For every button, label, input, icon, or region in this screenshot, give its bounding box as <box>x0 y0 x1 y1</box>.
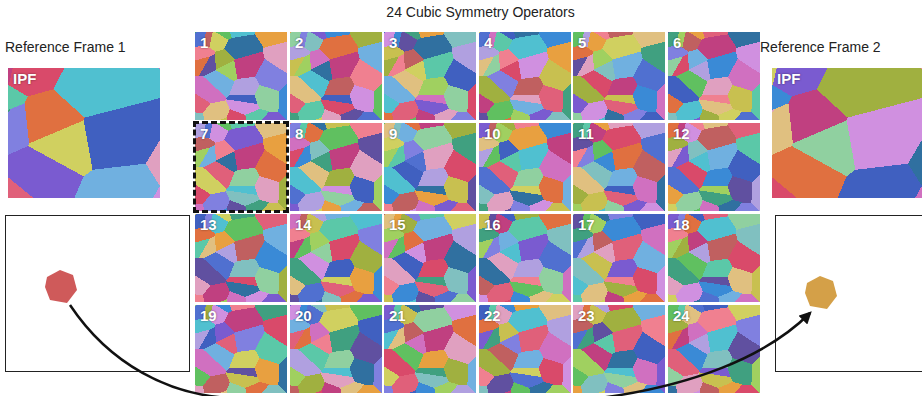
operator-number: 19 <box>200 307 217 324</box>
operator-number: 12 <box>673 125 690 142</box>
symmetry-tile: 11 <box>573 123 665 211</box>
ipf-label: IPF <box>777 70 800 87</box>
operator-number: 16 <box>484 216 501 233</box>
symmetry-tile: 5 <box>573 32 665 120</box>
symmetry-tile: 22 <box>479 305 571 393</box>
operator-number: 9 <box>389 125 397 142</box>
operator-number: 2 <box>295 34 303 51</box>
operator-number: 5 <box>578 34 586 51</box>
symmetry-tile: 1 <box>195 32 287 120</box>
symmetry-tile: 6 <box>668 32 760 120</box>
symmetry-tile: 9 <box>384 123 476 211</box>
operator-number: 17 <box>578 216 595 233</box>
operator-number: 4 <box>484 34 492 51</box>
operator-number: 24 <box>673 307 690 324</box>
operator-number: 14 <box>295 216 312 233</box>
operator-number: 22 <box>484 307 501 324</box>
operator-number: 15 <box>389 216 406 233</box>
reference-frame: Reference Frame 1 IPF <box>5 38 193 372</box>
ipf-label: IPF <box>13 70 36 87</box>
frame-heading: Reference Frame 2 <box>760 39 881 55</box>
operator-number: 21 <box>389 307 406 324</box>
symmetry-tile: 3 <box>384 32 476 120</box>
symmetry-tile: 13 <box>195 214 287 302</box>
symmetry-tile: 23 <box>573 305 665 393</box>
ipf-map: IPF <box>8 68 160 198</box>
operator-number: 7 <box>200 125 208 142</box>
symmetry-tile: 24 <box>668 305 760 393</box>
operator-number: 18 <box>673 216 690 233</box>
symmetry-tile: 15 <box>384 214 476 302</box>
symmetry-tile: 10 <box>479 123 571 211</box>
operator-number: 20 <box>295 307 312 324</box>
diagram-title: 24 Cubic Symmetry Operators <box>195 4 766 20</box>
symmetry-tile: 4 <box>479 32 571 120</box>
grain-window <box>775 215 922 373</box>
operator-number: 6 <box>673 34 681 51</box>
reference-frame: Reference Frame 2 IPF <box>760 38 922 372</box>
symmetry-tile: 18 <box>668 214 760 302</box>
window-border <box>6 216 190 372</box>
symmetry-tile: 14 <box>290 214 382 302</box>
symmetry-tile: 19 <box>195 305 287 393</box>
symmetry-tile: 16 <box>479 214 571 302</box>
symmetry-tile: 8 <box>290 123 382 211</box>
symmetry-tile: 2 <box>290 32 382 120</box>
ipf-map: IPF <box>772 68 922 198</box>
operator-number: 23 <box>578 307 595 324</box>
window-border <box>776 216 922 372</box>
grain-window <box>5 215 190 373</box>
operator-number: 3 <box>389 34 397 51</box>
single-grain <box>45 270 77 303</box>
symmetry-tile: 20 <box>290 305 382 393</box>
operator-number: 11 <box>578 125 594 142</box>
symmetry-tile: 12 <box>668 123 760 211</box>
symmetry-tile: 17 <box>573 214 665 302</box>
single-grain <box>805 276 837 309</box>
operator-number: 10 <box>484 125 501 142</box>
operator-number: 8 <box>295 125 303 142</box>
operator-number: 1 <box>200 34 208 51</box>
symmetry-tile: 7 <box>195 123 287 211</box>
operator-number: 13 <box>200 216 217 233</box>
frame-heading: Reference Frame 1 <box>5 39 126 55</box>
symmetry-tile: 21 <box>384 305 476 393</box>
